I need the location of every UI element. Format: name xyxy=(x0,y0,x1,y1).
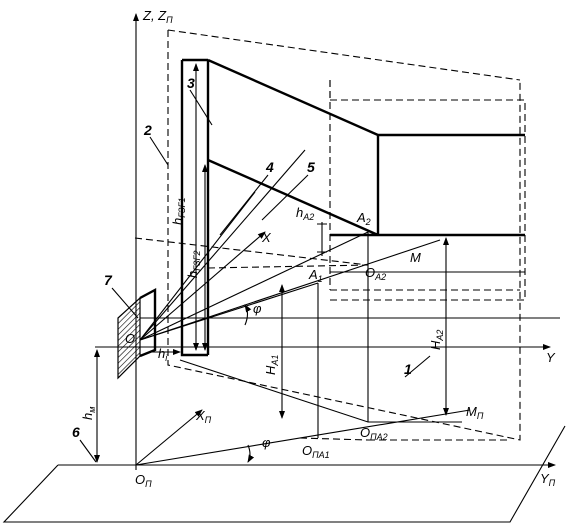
ray-line-m xyxy=(139,239,441,341)
label-origin-o: O xyxy=(125,331,135,346)
leader-5 xyxy=(261,174,309,221)
label-xp-axis: XП xyxy=(195,408,212,425)
camera-front xyxy=(139,288,157,358)
callout-1: 1 xyxy=(404,361,412,377)
leader-7 xyxy=(111,287,139,319)
label-point-opa1: OПА1 xyxy=(302,443,330,460)
label-point-a1: A1 xyxy=(308,267,323,284)
angle-phi-upper-arc xyxy=(244,304,252,326)
label-line-mp: MП xyxy=(466,404,484,421)
angle-phi-lower-arc xyxy=(247,444,255,463)
ray-upper xyxy=(139,149,306,341)
label-point-a2: A2 xyxy=(356,210,371,227)
ray-to-a2 xyxy=(139,231,369,341)
label-dim-h-i: hi xyxy=(158,346,168,363)
label-dim-h-m: hм xyxy=(80,407,97,420)
label-point-oa2: OA2 xyxy=(365,265,386,282)
label-x-axis: X xyxy=(261,230,272,245)
label-dim-h-zg1: hГЗГ1 xyxy=(170,198,187,225)
label-dim-h-zg2: hГЗГ2 xyxy=(185,251,202,278)
projection-dashed-2 xyxy=(134,237,369,266)
callout-6: 6 xyxy=(72,424,80,440)
label-y-axis: Y xyxy=(546,350,556,365)
label-yp-axis: YП xyxy=(540,471,556,488)
projection-dashed-1 xyxy=(207,264,369,269)
ground-plane xyxy=(2,425,566,523)
leader-4 xyxy=(219,174,269,236)
label-point-opa2: OПА2 xyxy=(360,425,388,442)
callout-3: 3 xyxy=(187,75,195,91)
callout-7: 7 xyxy=(104,272,113,288)
label-dim-big-h-a1: HA1 xyxy=(263,355,280,375)
xp-axis xyxy=(135,409,203,466)
label-origin-op: OП xyxy=(135,472,152,489)
ray-to-a1 xyxy=(139,282,319,341)
leader-1 xyxy=(404,355,431,378)
label-line-m: M xyxy=(410,250,421,265)
leader-3 xyxy=(189,89,213,126)
label-dim-h-a2: hA2 xyxy=(296,205,314,222)
label-z-axis: Z, ZП xyxy=(142,8,173,25)
dim-h-a2-ticks xyxy=(317,223,327,253)
vertical-plane-inner-dashed xyxy=(329,80,520,291)
label-dim-big-h-a2: HA2 xyxy=(428,330,445,350)
callout-2: 2 xyxy=(143,122,152,138)
column-post xyxy=(180,58,208,357)
label-angle-phi-upper: φ xyxy=(253,301,262,316)
ground-line-a2 xyxy=(179,359,462,423)
structure-3-outline xyxy=(206,58,525,355)
leader-2 xyxy=(149,136,169,166)
leader-6 xyxy=(79,439,97,463)
x-axis xyxy=(139,231,266,341)
ground-dashed xyxy=(299,437,510,441)
right-box-dashed xyxy=(330,99,526,301)
label-angle-phi-lower: φ xyxy=(262,435,271,450)
ground-line-mp xyxy=(135,409,471,466)
callout-5: 5 xyxy=(307,159,315,175)
callout-4: 4 xyxy=(265,159,274,175)
